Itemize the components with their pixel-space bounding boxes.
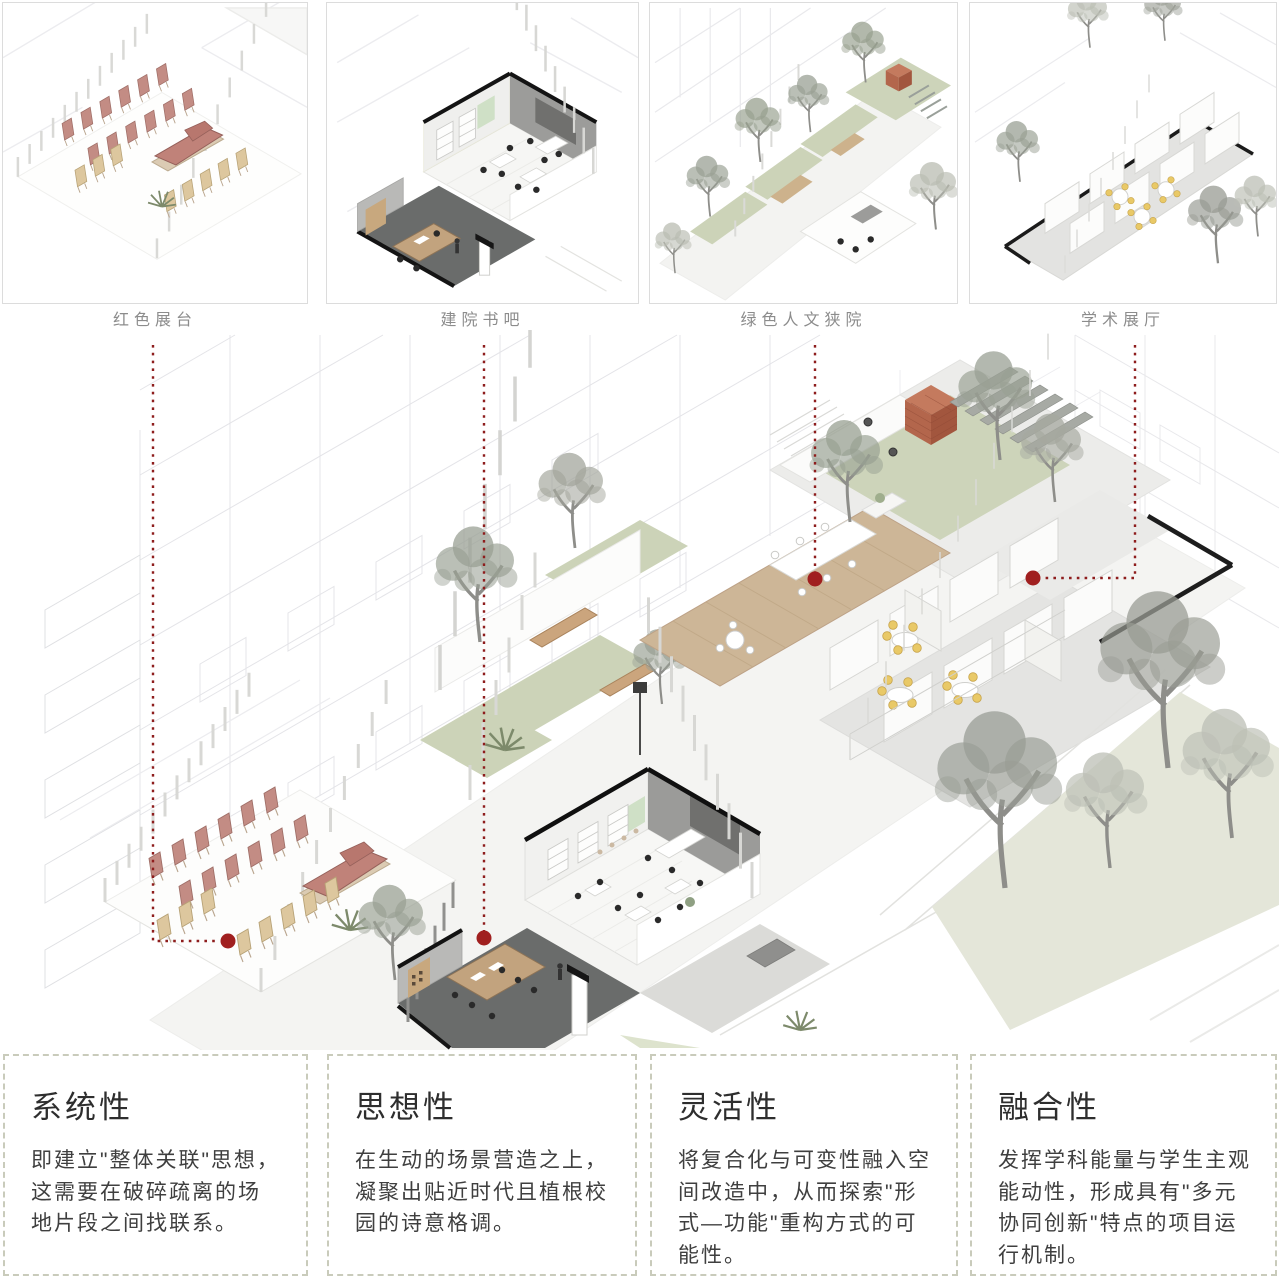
leader-lines <box>151 345 1137 943</box>
green-accent-panel <box>477 95 495 130</box>
panel-label-green-courtyard: 绿色人文狭院 <box>740 312 867 329</box>
background-wireframe <box>336 14 638 213</box>
balconies <box>44 554 141 989</box>
red-dot-marker-red-exhibit <box>220 933 236 949</box>
potted-plant <box>685 897 695 907</box>
detail-panel-red-exhibit-stand <box>2 2 308 304</box>
red-ramp-display <box>151 120 225 172</box>
detail-panel-academic-hall <box>969 2 1277 304</box>
foreground-hints <box>545 245 623 292</box>
section-cut-edges <box>422 71 598 124</box>
concept-box-integrative: 融合性 发挥学科能量与学生主观能动性，形成具有"多元协同创新"特点的项目运行机制… <box>970 1054 1277 1276</box>
long-wood-table <box>445 943 547 1001</box>
louver-fence-low <box>468 552 537 800</box>
reception-area <box>357 177 494 276</box>
concept-body: 即建立"整体关联"思想，这需要在破碎疏离的场地片段之间找联系。 <box>31 1149 280 1235</box>
red-ramp-display <box>298 841 392 905</box>
slat-screen <box>515 3 595 174</box>
book-bar-drawing <box>336 3 638 292</box>
street-lawn <box>932 692 1279 1030</box>
cafe-furniture <box>574 828 706 924</box>
stone-lanterns <box>863 417 898 457</box>
wood-bench <box>529 607 598 648</box>
concept-title: 融合性 <box>998 1090 1100 1125</box>
concept-body: 在生动的场景营造之上，凝聚出贴近时代且植根校园的诗意格调。 <box>355 1149 608 1235</box>
red-dot-marker-green-courtyard <box>807 571 823 587</box>
wood-deck-terrace <box>638 418 952 687</box>
picket-fence-left <box>16 13 149 177</box>
palm-plant <box>782 1009 818 1032</box>
linear-garden <box>420 330 688 800</box>
bench-rows <box>908 84 948 120</box>
rooms-outline <box>799 191 917 264</box>
glass-balustrade <box>1064 74 1150 274</box>
wood-decking <box>770 133 865 204</box>
lawn-strips <box>690 104 878 245</box>
panel-label-red-exhibit-stand: 红色展台 <box>112 312 197 329</box>
detail-panel-book-bar <box>326 2 639 304</box>
green-accent-panel <box>625 796 645 834</box>
lawn-scrap <box>620 1035 700 1048</box>
reception-area <box>396 928 589 1036</box>
long-table <box>768 518 878 581</box>
plaza-cut-edge <box>356 229 456 288</box>
round-tables-yellow-chairs <box>877 620 982 710</box>
site-axonometric-overview <box>44 330 1279 1050</box>
glass-balustrade-rails <box>849 609 1066 761</box>
alley-paving <box>659 89 942 301</box>
red-dot-marker-book-bar <box>476 930 492 946</box>
red-dot-marker-academic-hall <box>1025 570 1041 586</box>
panel-label-book-bar: 建院书吧 <box>440 312 525 329</box>
panel-label-academic-hall: 学术展厅 <box>1080 312 1165 329</box>
background-wireframe <box>654 7 887 163</box>
terrace-ground <box>16 91 303 260</box>
cafe-tables-and-chairs <box>480 135 569 193</box>
concept-title: 系统性 <box>31 1090 133 1125</box>
street-and-lawn <box>719 591 1279 1043</box>
leader-line-red-exhibit <box>151 345 220 943</box>
round-tables-yellow-chairs <box>1105 176 1181 231</box>
slat-screen <box>647 597 754 898</box>
cafe-table <box>725 630 745 650</box>
media-wall-panel <box>535 97 577 146</box>
street-lamp <box>633 682 647 755</box>
concept-body: 将复合化与可变性融入空间改造中，从而探索"形式—功能"重构方式的可能性。 <box>678 1149 931 1267</box>
media-wall-panel <box>690 796 740 855</box>
book-bar-cutaway <box>396 597 830 1050</box>
red-brick-pavilion <box>885 63 912 92</box>
slat-screen-band <box>636 853 761 966</box>
slat-screen-band <box>509 145 597 222</box>
bookshelves <box>547 803 629 881</box>
concept-box-systematic: 系统性 即建立"整体关联"思想，这需要在破碎疏离的场地片段之间找联系。 <box>3 1054 308 1276</box>
detail-panel-green-courtyard <box>649 2 958 304</box>
garden-tree <box>535 451 608 550</box>
section-cut-edges <box>523 767 762 842</box>
leader-markers <box>220 570 1041 949</box>
louver-wall-band <box>434 529 641 693</box>
entry-mat <box>746 938 796 968</box>
concept-box-ideological: 思想性 在生动的场景营造之上，凝聚出贴近时代且植根校园的诗意格调。 <box>327 1054 637 1276</box>
red-exhibit-stand-drawing <box>3 3 307 260</box>
column <box>571 974 588 1036</box>
concept-title: 思想性 <box>355 1090 457 1125</box>
concept-body: 发挥学科能量与学生主观能动性，形成具有"多元协同创新"特点的项目运行机制。 <box>998 1149 1251 1267</box>
concept-box-flexible: 灵活性 将复合化与可变性融入空间改造中，从而探索"形式—功能"重构方式的可能性。 <box>650 1054 958 1276</box>
red-brick-pavilion <box>904 385 958 445</box>
concept-title: 灵活性 <box>678 1090 780 1125</box>
academic-hall-drawing <box>974 3 1276 281</box>
bookshelves <box>436 107 476 161</box>
background-wireframe <box>974 12 1276 143</box>
courtyard-steps <box>769 399 852 457</box>
green-courtyard-drawing <box>654 7 957 301</box>
glass-balustrade-posts <box>849 333 1049 760</box>
louver-fence <box>438 330 532 690</box>
